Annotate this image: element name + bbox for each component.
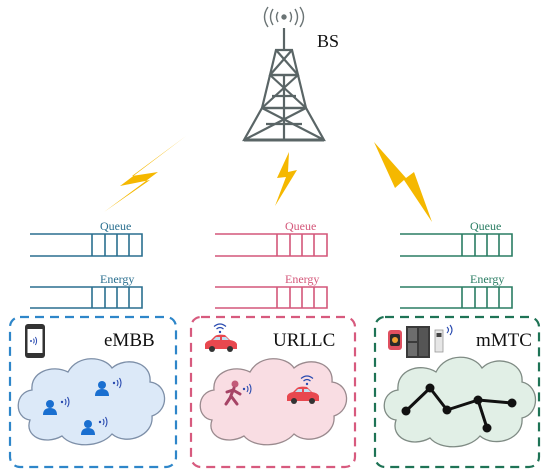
connected-car-icon <box>205 323 237 352</box>
lightning-bolt-icon <box>104 136 432 222</box>
queue-buffer <box>30 233 143 257</box>
pedestrian-icon <box>224 380 252 406</box>
cell-tower-icon <box>242 28 326 142</box>
embb-cloud <box>17 358 166 446</box>
iot-devices-icon <box>388 324 453 358</box>
connected-car-icon <box>287 375 319 404</box>
smartphone-icon <box>25 324 45 358</box>
energy-label: Energy <box>100 272 134 286</box>
embb-slice: Queue Energy eMBB <box>8 219 178 469</box>
energy-buffer <box>215 286 328 309</box>
urllc-slice: Queue Energy URLLC <box>189 219 357 469</box>
bs-label: BS <box>317 31 339 51</box>
slice-name: URLLC <box>273 330 335 351</box>
radio-waves-icon <box>263 6 305 28</box>
queue-buffer <box>215 233 328 257</box>
sensor-network-icon <box>401 383 517 433</box>
energy-label: Energy <box>470 272 504 286</box>
slice-border <box>189 315 357 469</box>
queue-buffer <box>400 233 513 257</box>
slice-name: mMTC <box>476 330 532 351</box>
queue-label: Queue <box>100 219 131 233</box>
energy-label: Energy <box>285 272 319 286</box>
slice-border <box>8 315 178 469</box>
slice-name: eMBB <box>104 330 155 351</box>
energy-buffer <box>400 286 513 309</box>
urllc-cloud <box>199 358 348 446</box>
queue-label: Queue <box>470 219 501 233</box>
mmtc-slice: Queue Energy mMTC <box>373 219 541 469</box>
slice-border <box>373 315 541 469</box>
energy-buffer <box>30 286 143 309</box>
queue-label: Queue <box>285 219 316 233</box>
mmtc-cloud <box>383 356 536 448</box>
